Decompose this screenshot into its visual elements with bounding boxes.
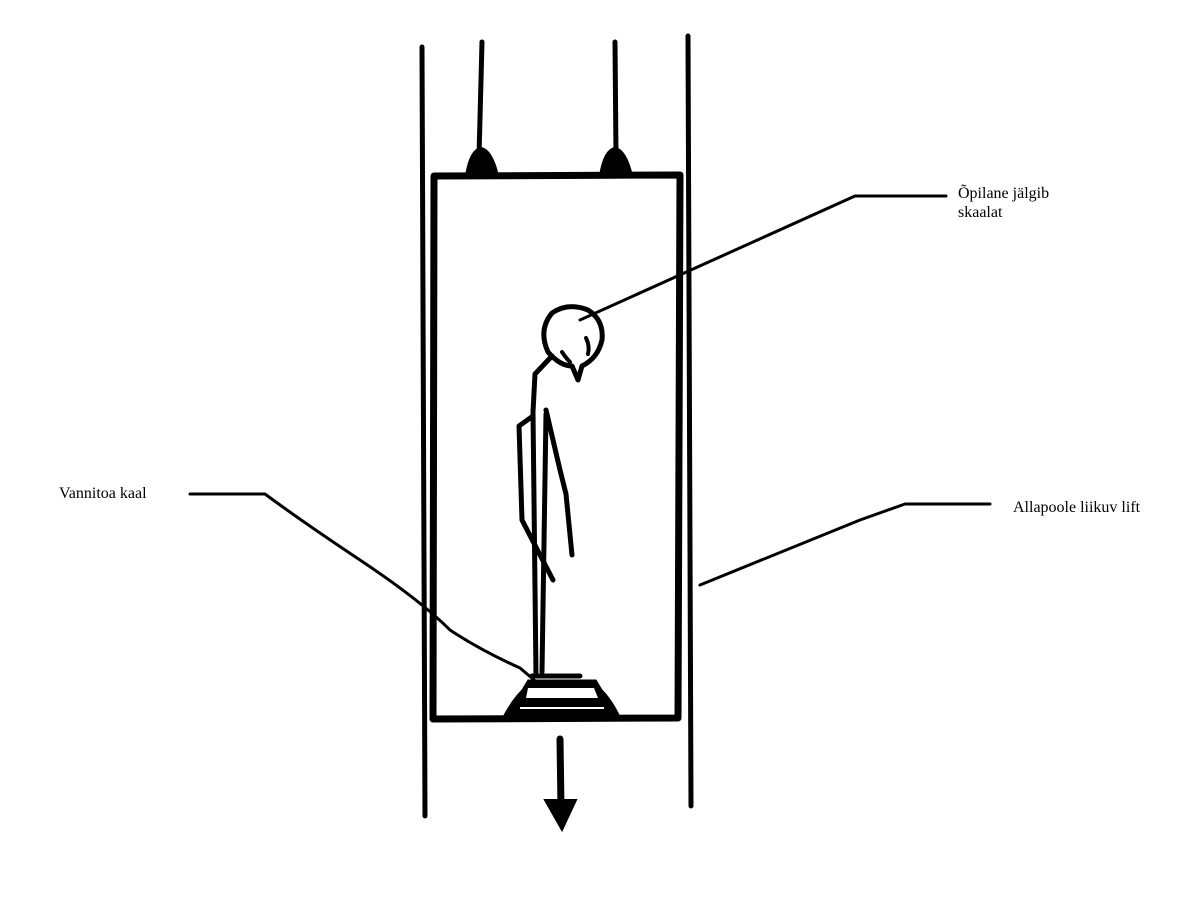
cable-left [476,39,485,159]
student-head [541,304,605,383]
label-descending-lift: Allapoole liikuv lift [1013,499,1141,516]
student-leg [539,411,549,675]
label-student-line1: Õpilane jälgib [958,185,1050,202]
student-neck [530,353,555,415]
lift-car [429,171,684,723]
label-student-line2: skaalat [958,204,1003,221]
student-eye [584,336,591,356]
bathroom-scale [502,679,621,718]
student-arm [516,413,556,583]
shaft-wall-right [685,33,694,809]
leader-line-student [578,194,948,322]
label-student-watches-scale: Õpilane jälgib skaalat [958,184,1049,222]
student-ear [560,350,572,364]
shaft-wall-left [419,44,428,819]
leader-line-lift [698,502,992,587]
down-arrow-head [543,799,578,833]
cable-right [612,39,619,159]
student-front [543,407,575,558]
leader-line-scale [188,492,542,687]
bathroom-scale-top [526,688,598,698]
student-figure [516,304,605,679]
label-bathroom-scale: Vannitoa kaal [59,485,147,502]
cable-mount-left [464,146,500,177]
down-arrow-shaft [556,735,565,812]
cable-mount-right [598,146,634,177]
